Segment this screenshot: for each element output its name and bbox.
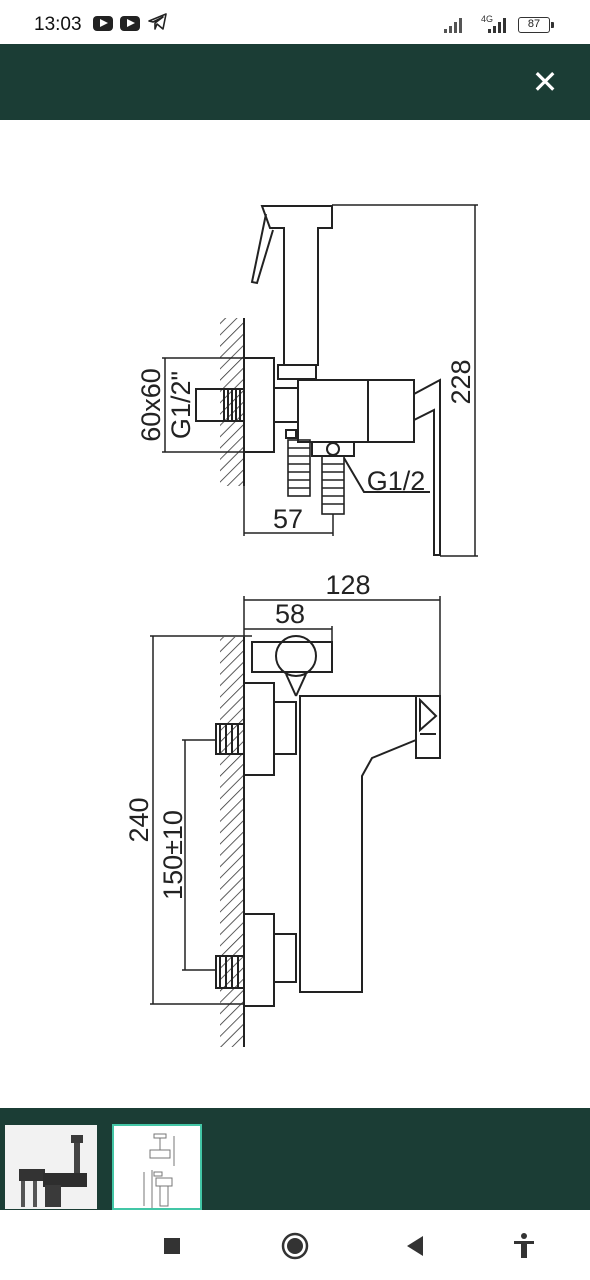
dim-width-front: 128 <box>325 570 370 600</box>
battery-level: 87 <box>527 18 541 30</box>
dim-centers: 150±10 <box>158 810 188 900</box>
thumbnail-product-photo[interactable] <box>5 1125 97 1209</box>
technical-drawing: 228 57 60x60 G1/2" G1/2 128 58 240 150±1… <box>124 204 478 1047</box>
close-icon[interactable]: ✕ <box>531 63 559 101</box>
label-thread-wall: G1/2" <box>166 371 196 439</box>
clock-time: 13:03 <box>34 14 82 35</box>
thumbnail-strip <box>0 1108 590 1210</box>
viewer-header <box>0 44 590 120</box>
dim-height-top: 228 <box>446 359 476 404</box>
network-type: 4G <box>481 14 494 24</box>
status-bar: 13:03 4G 87 <box>0 0 590 44</box>
label-thread-outlet: G1/2 <box>367 466 426 496</box>
dim-handle: 58 <box>275 599 305 629</box>
dim-offset: 57 <box>273 504 303 534</box>
signal-icon <box>444 18 462 33</box>
telegram-icon <box>148 13 167 30</box>
signal-icon <box>488 18 506 33</box>
back-triangle-icon[interactable] <box>397 1228 433 1264</box>
product-photo-image <box>5 1125 97 1209</box>
square-icon[interactable] <box>154 1228 190 1264</box>
technical-drawing-thumb <box>114 1126 200 1208</box>
thumbnail-technical-drawing[interactable] <box>112 1124 202 1210</box>
youtube-icon <box>120 16 140 31</box>
label-flange: 60x60 <box>136 368 166 442</box>
battery-icon: 87 <box>518 17 554 33</box>
dim-height-front: 240 <box>124 797 154 842</box>
youtube-icon <box>93 16 113 31</box>
accessibility-icon[interactable] <box>506 1228 542 1264</box>
home-circle-icon[interactable] <box>277 1228 313 1264</box>
